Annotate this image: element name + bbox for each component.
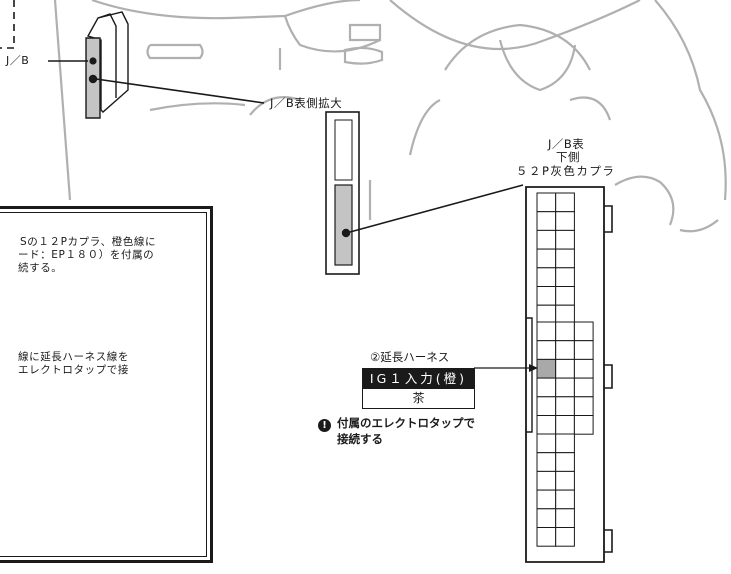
connector-pin — [555, 286, 575, 306]
warning-note: ! 付属のエレクトロタップで 接続する — [318, 416, 475, 446]
zoom-leader-line — [95, 78, 265, 104]
jb-unit — [85, 11, 129, 119]
warning-line-1: 付属のエレクトロタップで — [337, 416, 475, 430]
connector-pin — [573, 340, 594, 360]
connector-pin — [536, 229, 557, 250]
connector-pin — [555, 396, 575, 416]
jb-front-zoom-label: J／B表側拡大 — [270, 96, 343, 110]
connector-pin — [536, 304, 557, 325]
connector-pin — [573, 415, 594, 435]
instruction-line-5: エレクトロタップで接 — [18, 364, 129, 376]
connector-leader — [349, 184, 524, 233]
connector-pin — [555, 377, 575, 398]
connector-pin — [555, 508, 575, 528]
connector-pin — [573, 321, 594, 342]
connector-pin — [555, 489, 575, 510]
connector-pin — [536, 340, 557, 360]
connector-label: ５２P灰色カプラ — [516, 164, 616, 178]
warning-line-2: 接続する — [337, 432, 383, 446]
harness-wire-color: 茶 — [362, 389, 475, 409]
jb-label: J／B — [6, 54, 30, 67]
connector-pin — [573, 358, 594, 379]
connector-pin — [536, 286, 557, 306]
dashboard-outline — [53, 0, 727, 233]
connector-pin — [536, 377, 557, 398]
instruction-line-1: Sの１２Pカプラ、橙色線に — [20, 236, 157, 248]
instruction-box-inner — [0, 212, 207, 557]
harness-signal-label: IG１入力(橙) — [362, 368, 475, 389]
connector-pin — [555, 433, 575, 454]
instruction-line-3: 続する。 — [18, 262, 63, 274]
connector-pin — [555, 527, 575, 547]
connector-pin-grid — [536, 192, 594, 547]
harness-arrow-head — [529, 364, 538, 372]
jb-front-enlarged — [325, 111, 360, 275]
connector-pin — [555, 248, 575, 269]
connector-pin — [536, 452, 557, 472]
connector-pin — [555, 304, 575, 325]
dashed-outline — [0, 0, 15, 49]
connector-pin — [536, 433, 557, 454]
jb-front-lower-label: 下側 — [556, 150, 580, 164]
harness-title: ②延長ハーネス — [370, 350, 450, 364]
exclamation-icon: ! — [318, 419, 331, 432]
instruction-line-4: 線に延長ハーネス線を — [18, 351, 129, 363]
connector-pin — [536, 415, 557, 435]
connector-pin — [555, 340, 575, 360]
instruction-line-2: ード：EP１８０）を付属の — [18, 249, 155, 261]
connector-pin — [536, 527, 557, 547]
connector-pin — [555, 267, 575, 287]
jb-front-label: J／B表 — [548, 137, 585, 151]
connector-pin — [536, 267, 557, 287]
connector-pin — [536, 211, 557, 231]
connector-pin — [555, 358, 575, 379]
connector-pin — [536, 508, 557, 528]
connector-point — [341, 228, 351, 238]
connector-pin — [555, 470, 575, 491]
jb-point — [89, 57, 97, 65]
connector-pin — [555, 211, 575, 231]
connector-pin — [536, 470, 557, 491]
connector-pin — [555, 452, 575, 472]
connector-pin-ig1 — [536, 358, 557, 379]
jb-point-lower — [88, 74, 98, 84]
connector-pin — [536, 248, 557, 269]
connector-pin — [555, 229, 575, 250]
connector-pin — [573, 377, 594, 398]
instruction-box — [0, 206, 213, 563]
connector-pin — [573, 396, 594, 416]
connector-pin — [536, 192, 557, 213]
connector-pin — [555, 415, 575, 435]
connector-pin — [555, 192, 575, 213]
connector-pin — [536, 321, 557, 342]
connector-pin — [536, 396, 557, 416]
connector-pin — [536, 489, 557, 510]
connector-pin — [555, 321, 575, 342]
